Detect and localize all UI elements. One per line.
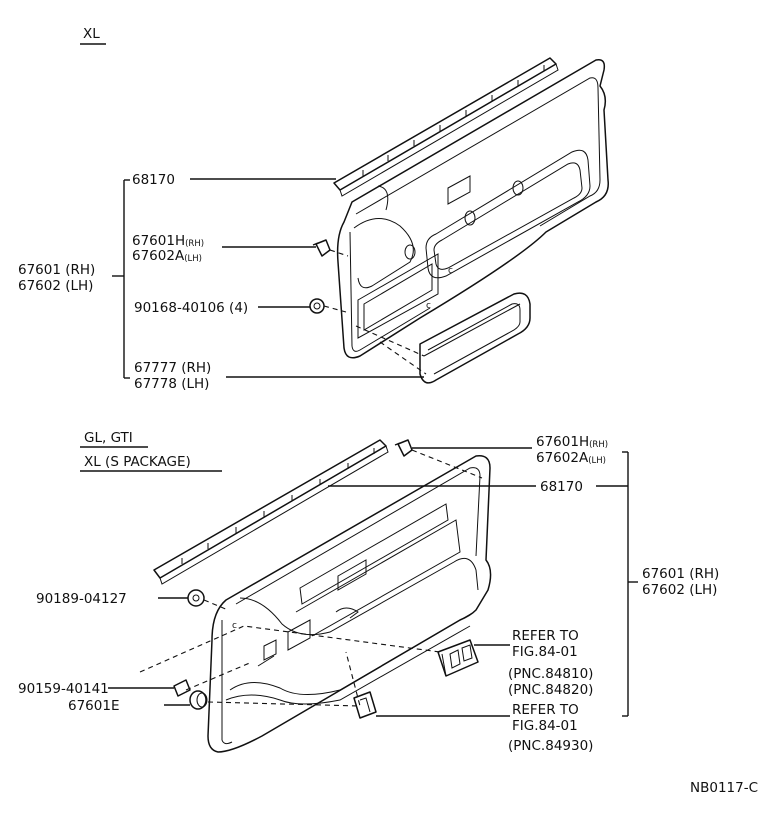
xl-bracket [112,179,130,379]
moulding-strip-xl [333,57,559,197]
clip-leader-dashes [323,249,349,313]
screw-icon-90159 [173,679,191,697]
label-assy-xl-lh: 67602 (LH) [18,278,93,294]
figure-code: NB0117-C [690,780,758,796]
moulding-strip-gl [153,439,389,585]
dash-nut [203,599,229,611]
door-trim-panel-xl: c c [336,58,609,359]
cap-icon-67601e [189,690,208,710]
door-pocket-xl [419,292,531,384]
gl-bracket [622,451,638,717]
label-67601e: 67601E [68,698,119,714]
label-refer1-line3: (PNC.84810) [508,666,593,682]
label-90189: 90189-04127 [36,591,127,607]
svg-text:c: c [232,621,237,631]
label-assy-gl-rh: 67601 (RH) [642,566,719,582]
label-90159: 90159-40141 [18,681,109,697]
clip-icon-xl [312,239,331,257]
section-title-xl-s-package: XL (S PACKAGE) [84,454,191,470]
label-clip-xl-lh: 67602A(LH) [132,248,202,264]
label-refer2-line3: (PNC.84930) [508,738,593,754]
screw-icon-xl [309,298,325,314]
label-refer1-line4: (PNC.84820) [508,682,593,698]
label-refer2-line1: REFER TO [512,702,579,718]
svg-text:c: c [448,266,453,276]
label-pocket-lh: 67778 (LH) [134,376,209,392]
section-title-gl-gti: GL, GTI [84,430,133,446]
power-window-switch [437,639,479,677]
label-clip-xl-rh: 67601H(RH) [132,233,204,249]
label-68170-gl: 68170 [540,479,583,495]
label-clip-gl-lh: 67602A(LH) [536,450,606,466]
label-refer2-line2: FIG.84-01 [512,718,578,734]
label-refer1-line2: FIG.84-01 [512,644,578,660]
label-clip-gl-rh: 67601H(RH) [536,434,608,450]
label-pocket-rh: 67777 (RH) [134,360,211,376]
section-title-xl: XL [83,26,100,42]
label-assy-gl-lh: 67602 (LH) [642,582,717,598]
svg-text:c: c [426,301,431,311]
dash-clip-gl [411,449,483,479]
label-refer1-line1: REFER TO [512,628,579,644]
lock-switch [353,691,377,719]
pocket-leader-dashes [355,325,427,375]
dash-assembly [139,625,441,707]
clip-icon-gl [394,439,413,457]
label-68170-xl: 68170 [132,172,175,188]
label-90168: 90168-40106 (4) [134,300,248,316]
nut-icon-90189 [187,589,205,607]
door-trim-panel-gl: c [207,455,492,753]
label-assy-xl-rh: 67601 (RH) [18,262,95,278]
